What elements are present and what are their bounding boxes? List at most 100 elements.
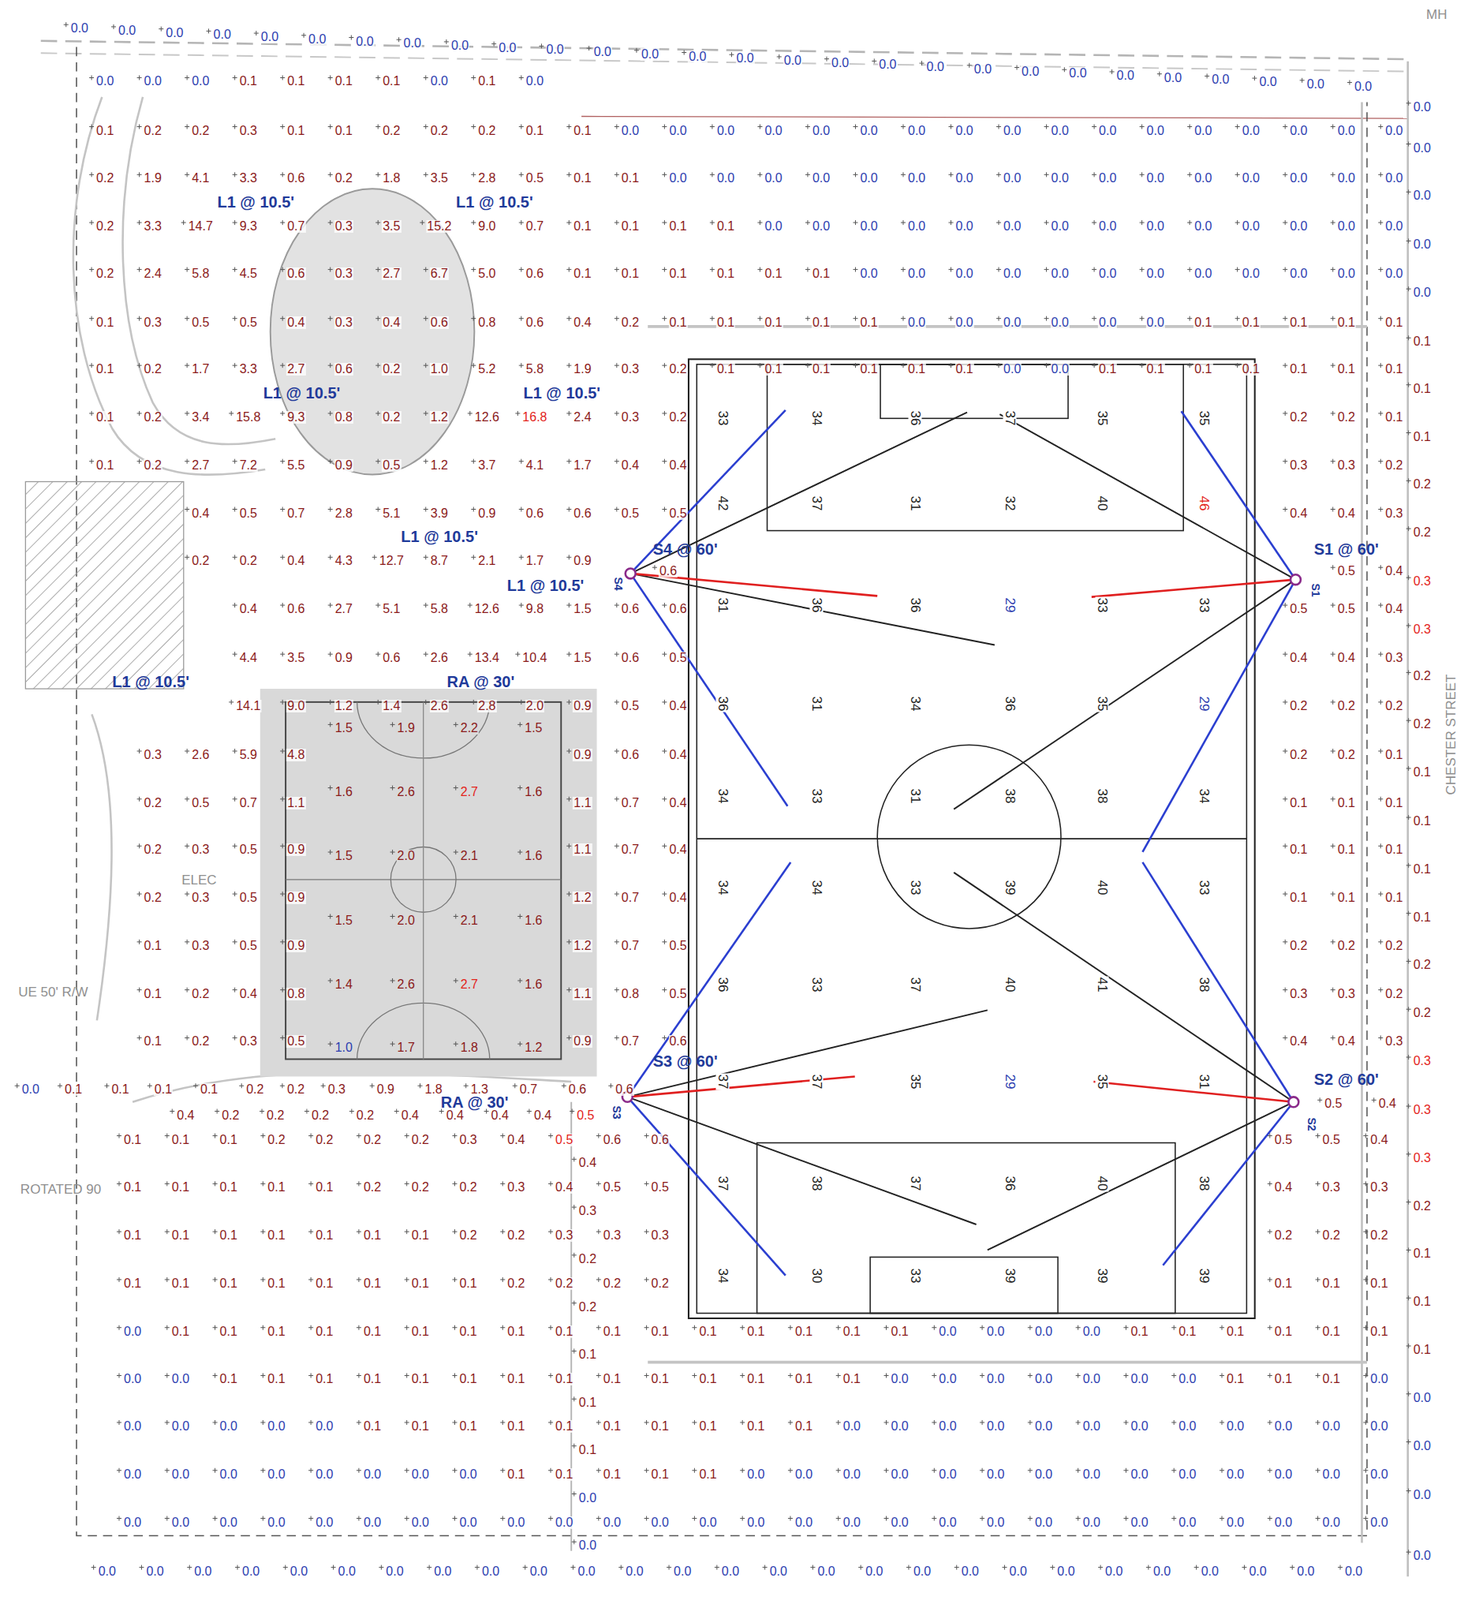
grid-point-marker — [788, 1468, 793, 1473]
grid-point-marker — [948, 316, 954, 322]
illuminance-value: 0.0 — [1002, 267, 1022, 281]
illuminance-value: 0.3 — [1412, 1054, 1432, 1068]
grid-point-marker — [571, 1300, 577, 1306]
aim-line — [953, 579, 1296, 810]
illuminance-value: 1.1 — [286, 796, 306, 810]
grid-point-marker — [280, 316, 285, 322]
illuminance-value: 6.7 — [429, 267, 449, 281]
illuminance-value: 0.2 — [286, 1083, 306, 1096]
grid-point-marker — [453, 978, 459, 983]
illuminance-value: 0.6 — [668, 602, 688, 616]
field-illuminance-value: 30 — [809, 1266, 823, 1284]
illuminance-value: 0.6 — [525, 316, 545, 329]
illuminance-value: 0.9 — [286, 939, 306, 953]
illuminance-value: 0.4 — [668, 699, 688, 713]
grid-point-marker — [931, 1516, 937, 1521]
grid-point-marker — [375, 267, 381, 273]
illuminance-value: 0.5 — [381, 459, 401, 472]
grid-point-marker — [169, 1109, 175, 1114]
grid-point-marker — [1330, 843, 1336, 848]
grid-point-marker — [614, 459, 620, 464]
grid-point-marker — [404, 1468, 410, 1473]
grid-point-marker — [709, 316, 715, 322]
grid-point-marker — [1378, 987, 1383, 993]
grid-point-marker — [1378, 362, 1383, 368]
grid-point-marker — [644, 1228, 650, 1234]
grid-point-marker — [137, 171, 142, 177]
grid-point-marker — [1282, 651, 1288, 657]
illuminance-value: 13.4 — [474, 651, 501, 665]
grid-point-marker — [1330, 410, 1336, 416]
grid-point-marker — [1235, 267, 1241, 273]
illuminance-value: 0.5 — [620, 507, 640, 520]
illuminance-value: 0.0 — [1412, 141, 1432, 155]
illuminance-value: 0.0 — [986, 1516, 1005, 1529]
grid-point-marker — [1406, 1103, 1412, 1109]
grid-point-marker — [1406, 430, 1412, 436]
grid-point-marker — [184, 554, 190, 560]
illuminance-value: 0.3 — [1322, 1180, 1341, 1194]
illuminance-value: 0.1 — [199, 1083, 219, 1096]
illuminance-value: 0.3 — [334, 220, 354, 233]
grid-point-marker — [1406, 765, 1412, 771]
site-note: ROTATED 90 — [20, 1181, 101, 1196]
illuminance-value: 0.0 — [1002, 362, 1022, 376]
illuminance-value: 0.0 — [1225, 1516, 1245, 1529]
grid-point-marker — [1330, 316, 1336, 322]
illuminance-value: 0.2 — [310, 1109, 330, 1122]
grid-point-marker — [280, 843, 285, 848]
grid-point-marker — [1014, 65, 1020, 71]
illuminance-value: 2.6 — [396, 978, 416, 991]
grid-point-marker — [137, 843, 142, 848]
grid-point-marker — [566, 459, 572, 464]
grid-point-marker — [858, 1565, 863, 1570]
illuminance-value: 0.0 — [1273, 1516, 1293, 1529]
illuminance-value: 8.7 — [429, 554, 449, 568]
illuminance-value: 0.0 — [698, 1516, 718, 1529]
field-illuminance-value: 31 — [1197, 1072, 1211, 1090]
grid-point-marker — [390, 978, 396, 983]
grid-point-marker — [404, 1180, 410, 1186]
fixture-callout: S1 @ 60' — [1314, 541, 1379, 557]
illuminance-value: 0.2 — [458, 1228, 478, 1242]
grid-point-marker — [836, 1468, 841, 1473]
grid-point-marker — [1371, 1097, 1377, 1102]
grid-point-marker — [164, 1372, 170, 1378]
grid-point-marker — [614, 220, 620, 225]
illuminance-value: 0.0 — [816, 1565, 836, 1578]
illuminance-value: 0.0 — [1384, 267, 1404, 281]
illuminance-value: 0.1 — [410, 1277, 430, 1290]
grid-point-marker — [184, 171, 190, 177]
grid-point-marker — [328, 1041, 333, 1046]
grid-point-marker — [884, 1516, 890, 1521]
illuminance-value: 0.2 — [1288, 939, 1308, 953]
illuminance-value: 0.5 — [668, 507, 688, 520]
illuminance-value: 0.2 — [362, 1133, 382, 1147]
illuminance-value: 1.9 — [143, 171, 163, 185]
illuminance-value: 0.2 — [266, 1133, 286, 1147]
illuminance-value: 0.9 — [286, 843, 306, 856]
field-illuminance-value: 37 — [809, 1072, 823, 1090]
grid-point-marker — [614, 796, 620, 802]
grid-point-marker — [1282, 267, 1288, 273]
grid-point-marker — [356, 1228, 362, 1234]
illuminance-value: 0.3 — [578, 1204, 598, 1218]
illuminance-value: 0.0 — [576, 1565, 596, 1578]
illuminance-value: 5.1 — [381, 507, 401, 520]
grid-point-marker — [328, 721, 333, 727]
grid-point-marker — [1330, 699, 1336, 705]
grid-point-marker — [1406, 1391, 1412, 1397]
illuminance-value: 0.3 — [239, 124, 258, 138]
grid-point-marker — [931, 1468, 937, 1473]
illuminance-value: 0.4 — [668, 891, 688, 904]
grid-point-marker — [948, 220, 954, 225]
fixture-callout: S2 @ 60' — [1314, 1071, 1379, 1087]
illuminance-value: 0.0 — [1337, 171, 1356, 185]
grid-point-marker — [184, 748, 190, 754]
grid-point-marker — [614, 1034, 620, 1040]
grid-point-marker — [328, 785, 333, 791]
illuminance-value: 0.9 — [572, 554, 592, 568]
grid-point-marker — [900, 362, 906, 368]
grid-point-marker — [1187, 220, 1192, 225]
field-illuminance-value: 35 — [908, 1072, 923, 1090]
